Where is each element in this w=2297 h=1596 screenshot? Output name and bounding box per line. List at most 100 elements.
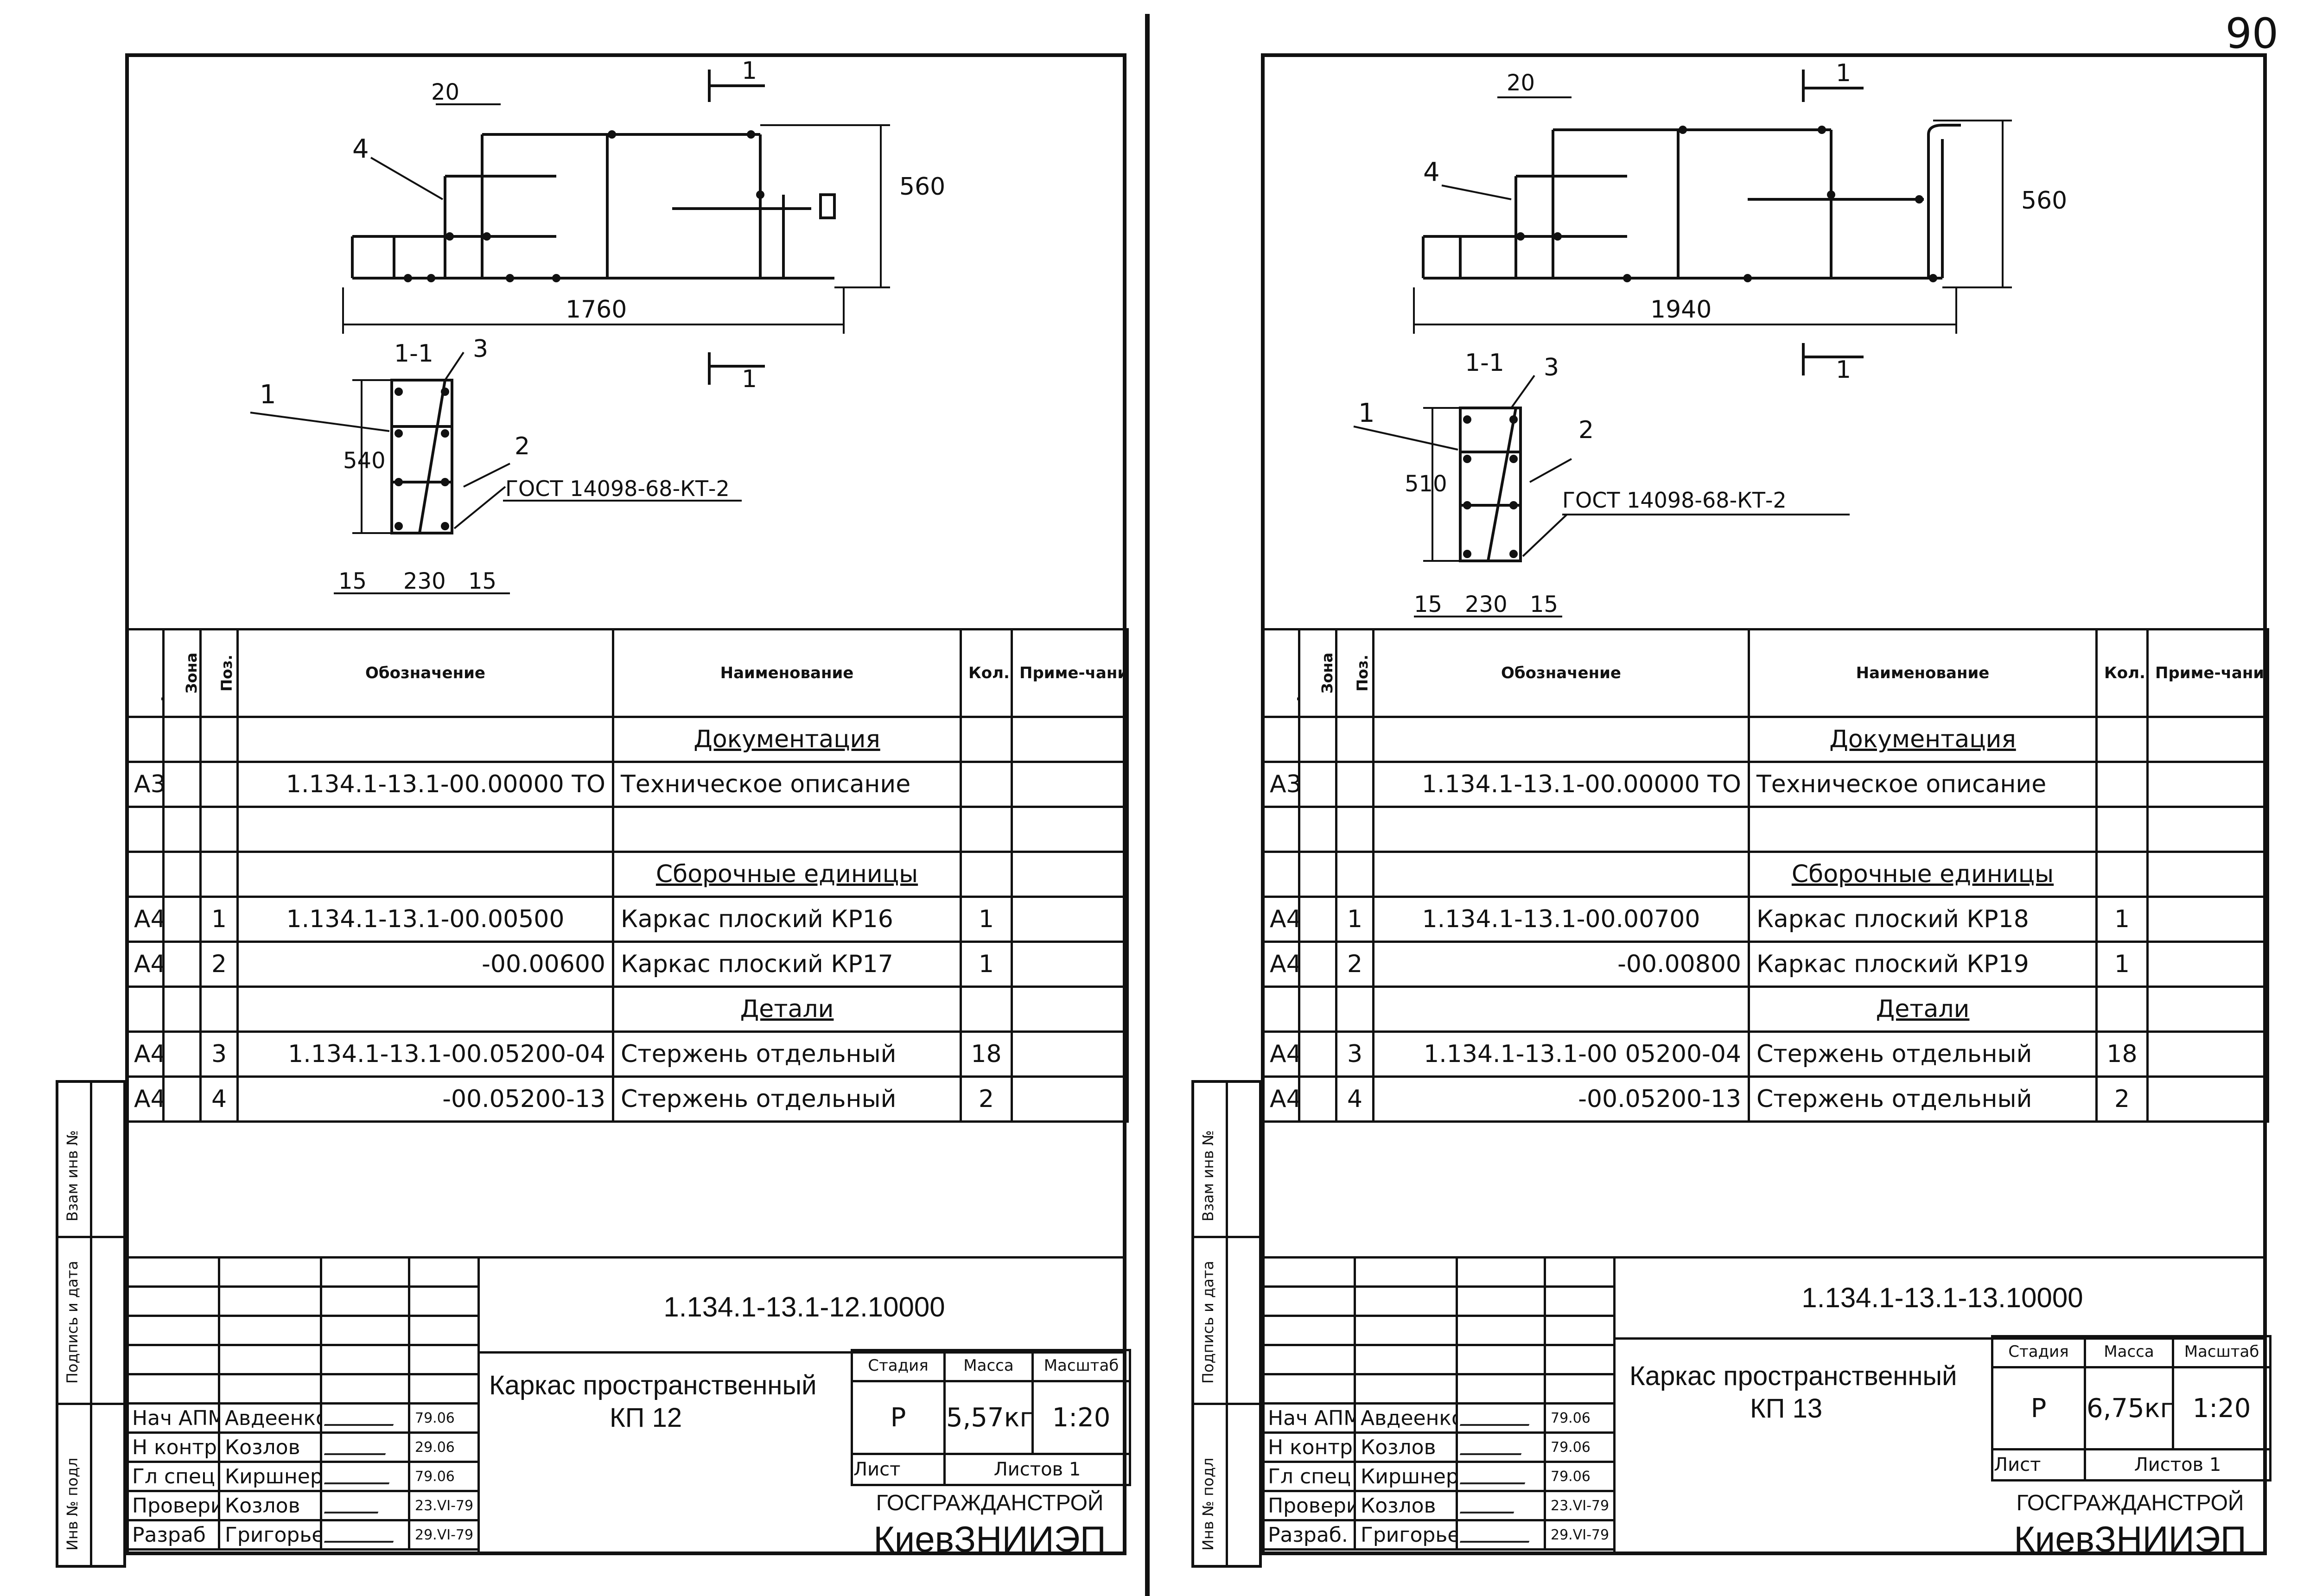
drawing-sheet-left: Взам инв № Подпись и дата Инв № подл [0,0,1145,1596]
cell-designation: -00.05200-13 [1372,1075,1750,1123]
mass-label: Масса [943,1349,1034,1382]
table-row: А4 1 1.134.1-13.1-00.00700 Каркас плоски… [1261,896,2269,943]
section-documentation: Документация [612,716,962,763]
title-line-1: Каркас пространственный [1629,1361,1957,1391]
document-code: 1.134.1-13.1-13.10000 [1801,1282,2083,1313]
table-row: А4 4 -00.05200-13 Стержень отдельный 2 [1261,1075,2269,1123]
specification-table: Формат Зона Поз. Обозначение Наименовани… [1261,628,2269,1123]
table-header: Формат Зона Поз. Обозначение Наименовани… [125,628,1129,718]
header-qty: Кол. [960,628,1013,718]
dim-section-height: 510 [1405,471,1447,497]
section-assembly-units: Сборочные единицы [612,851,962,898]
header-zone: Зона [1298,628,1337,718]
cell-format: А4 [125,896,165,943]
sidebar-label-inv-orig: Инв № подл [64,1457,81,1551]
title-line-2: КП 12 [610,1403,682,1433]
dim-bottom-mid: 230 [1465,591,1508,617]
org-line-2: КиевЗНИИЭП [2014,1519,2246,1559]
section-mark-bottom: 1 [742,365,757,393]
cell-designation: 1.134.1-13.1-00.00000 ТО [1372,761,1750,808]
section-mark-top: 1 [1836,59,1851,87]
cell-designation: -00.00800 [1372,941,1750,988]
cell-pos: 1 [1335,896,1374,943]
cell-designation: 1.134.1-13.1-00.00700 [1372,896,1750,943]
page-number: 90 [2225,9,2278,58]
scale-value: 1:20 [2172,1366,2272,1450]
cell-format: А4 [1261,1075,1300,1123]
signature-grid: Нач АПМ-2Авдеенко79.06 Н контрКозлов29.0… [125,1256,480,1551]
signature-row: ПроверилКозлов23.VI-79 [125,1490,480,1521]
header-note: Приме-чание [2146,628,2269,718]
cell-format: А3 [1261,761,1300,808]
sidebar-label-sign-date: Подпись и дата [64,1260,81,1384]
section-row: Детали [1261,986,2269,1033]
table-row: А4 3 1.134.1-13.1-00.05200-04 Стержень о… [125,1030,1129,1078]
cell-designation: 1.134.1-13.1-00.00000 ТО [236,761,614,808]
cell-designation: 1.134.1-13.1-00.05200-04 [236,1030,614,1078]
table-header: Формат Зона Поз. Обозначение Наименовани… [1261,628,2269,718]
dim-length: 1940 [1650,296,1712,324]
table-row: А4 2 -00.00800 Каркас плоский КР19 1 [1261,941,2269,988]
header-pos: Поз. [199,628,239,718]
scale-value: 1:20 [1031,1380,1131,1455]
empty-row [1261,806,2269,853]
header-format: Формат [1261,628,1300,718]
signature-row: РазрабГригорьева29.VI-79 [125,1519,480,1551]
sheets-label: Листов 1 [2084,1448,2272,1482]
document-code-row [480,1259,1126,1354]
cell-format: А4 [125,1030,165,1078]
cell-designation: -00.00600 [236,941,614,988]
cell-pos: 4 [199,1075,239,1123]
cell-name: Каркас плоский КР16 [612,896,962,943]
mass-value: 5,57кг [943,1380,1034,1455]
cell-qty: 1 [960,896,1013,943]
section-row: Документация [1261,716,2269,763]
section-row: Сборочные единицы [125,851,1129,898]
cell-designation: 1.134.1-13.1-00.00500 [236,896,614,943]
dim-bottom-left: 15 [338,568,367,594]
cell-format: А4 [1261,896,1300,943]
cell-pos [199,761,239,808]
header-designation: Обозначение [236,628,614,718]
table-row: А4 4 -00.05200-13 Стержень отдельный 2 [125,1075,1129,1123]
dim-length: 1760 [566,296,627,324]
reinforcement-drawing: 20 1760 560 1 1 4 1-1 3 1 2 ГОСТ 14098-6… [250,57,945,594]
stage-label: Стадия [1991,1335,2086,1368]
margin-stamp: Взам инв № Подпись и дата Инв № подл [1191,1080,1262,1568]
sheet-label: Лист [1991,1448,2086,1482]
cell-pos: 2 [1335,941,1374,988]
empty-row [125,806,1129,853]
cell-pos: 2 [199,941,239,988]
header-zone: Зона [162,628,202,718]
section-details: Детали [612,986,962,1033]
dim-bottom-right: 15 [1530,591,1558,617]
signature-row: Нач АПМ-2Авдеенко79.06 [125,1402,480,1434]
stage-value: Р [1991,1366,2086,1450]
document-code: 1.134.1-13.1-12.10000 [663,1291,945,1323]
cell-pos: 3 [1335,1030,1374,1078]
header-format: Формат [125,628,165,718]
cell-qty: 18 [960,1030,1013,1078]
signature-row: Нач АПМ 2Авдеенко79.06 [1261,1402,1616,1434]
section-details: Детали [1748,986,2098,1033]
dim-height: 560 [899,173,945,201]
cell-format: А4 [1261,1030,1300,1078]
cell-designation: -00.05200-13 [236,1075,614,1123]
header-pos: Поз. [1335,628,1374,718]
section-mark-top: 1 [742,57,757,85]
cell-pos: 1 [199,896,239,943]
section-documentation: Документация [1748,716,2098,763]
cell-format: А3 [125,761,165,808]
cell-name: Стержень отдельный [1748,1030,2098,1078]
cell-qty: 1 [960,941,1013,988]
header-qty: Кол. [2095,628,2149,718]
cell-name: Стержень отдельный [612,1075,962,1123]
sheets-label: Листов 1 [943,1453,1131,1486]
cell-qty: 18 [2095,1030,2149,1078]
sheet-label: Лист [851,1453,946,1486]
cell-name: Каркас плоский КР19 [1748,941,2098,988]
